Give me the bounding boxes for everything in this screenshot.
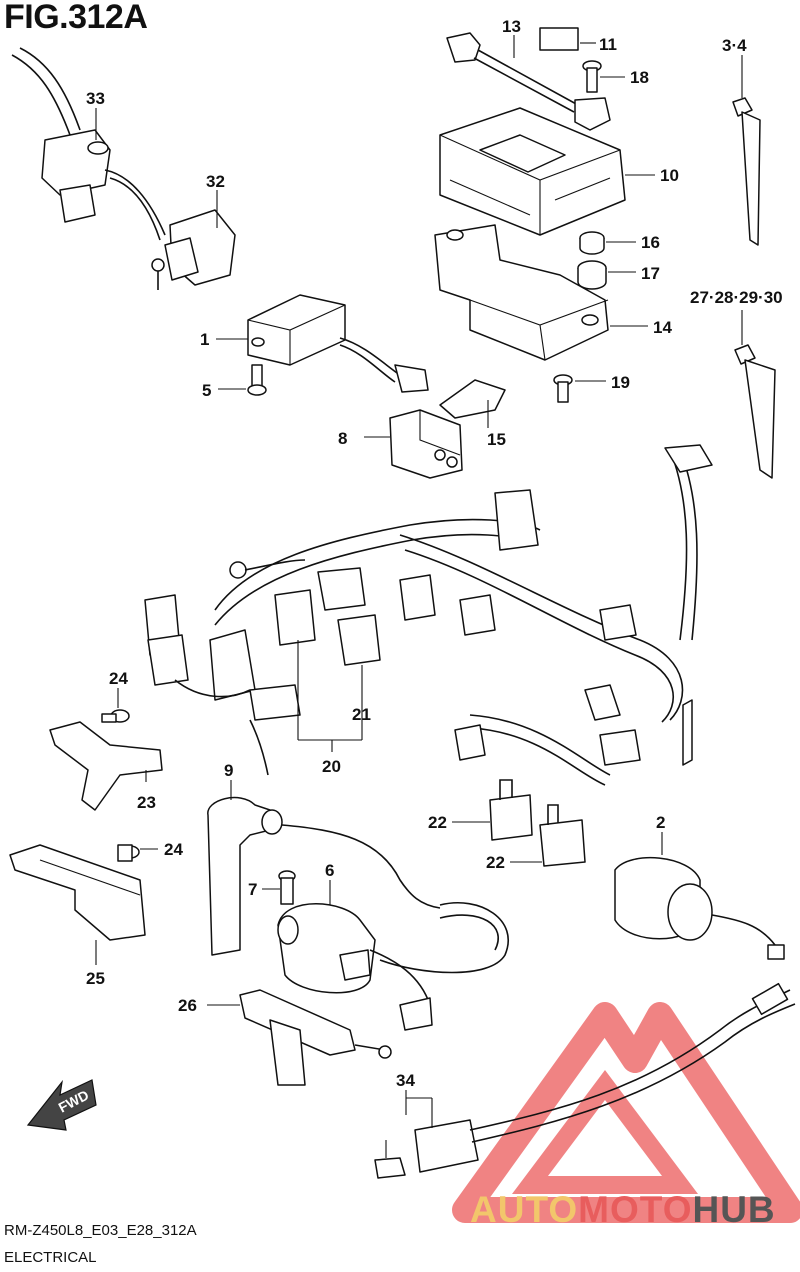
callout-32: 33 xyxy=(86,89,105,108)
wiring-harness xyxy=(144,444,713,786)
callout-10: 11 xyxy=(599,35,617,54)
callout-2: 2 xyxy=(656,813,665,832)
callout-27-30: 27·28·29·30 xyxy=(690,288,783,307)
part-1-module xyxy=(247,294,429,393)
part-14-plate xyxy=(439,379,506,419)
part-33-sub-harness xyxy=(414,982,796,1173)
part-23-bracket xyxy=(49,721,163,811)
part-15-grommet xyxy=(579,231,605,255)
wm-auto: AUTO xyxy=(470,1189,578,1230)
callout-18: 19 xyxy=(611,373,630,392)
footer-section-name: ELECTRICAL xyxy=(4,1249,97,1266)
part-13-bracket xyxy=(434,224,609,361)
part-11-connector xyxy=(389,409,463,479)
callout-11: 8 xyxy=(338,429,347,448)
part-24-bolt-a xyxy=(101,709,130,723)
callout-8: 9 xyxy=(224,761,233,780)
callout-24-b: 24 xyxy=(164,840,183,859)
callout-19: 20 xyxy=(322,757,341,776)
wm-moto: MOTO xyxy=(578,1189,692,1230)
callout-3-4: 3·4 xyxy=(722,36,747,55)
part-32-switch xyxy=(11,47,166,241)
callout-5: 5 xyxy=(202,381,211,400)
part-21-relay xyxy=(489,779,533,841)
callout-24-a: 24 xyxy=(109,669,128,688)
part-8-plug-cap xyxy=(207,796,509,974)
callout-21: 22 xyxy=(428,813,447,832)
part-10-pad xyxy=(539,27,579,51)
callout-16: 17 xyxy=(641,264,660,283)
callout-1: 1 xyxy=(200,330,209,349)
callout-23: 23 xyxy=(137,793,156,812)
callout-25: 25 xyxy=(86,969,105,988)
part-31-switch xyxy=(151,209,236,290)
part-3-4-cable-tie xyxy=(732,97,761,246)
fwd-arrow: FWD xyxy=(26,1079,97,1131)
callout-14: 15 xyxy=(487,430,506,449)
callout-13: 14 xyxy=(653,318,672,337)
part-12-strap xyxy=(446,32,611,131)
callout-26: 26 xyxy=(178,996,197,1015)
part-2-sensor xyxy=(614,857,785,960)
part-5-bolt xyxy=(247,364,267,396)
automotohub-watermark xyxy=(452,1002,800,1223)
part-9-ecu xyxy=(439,107,626,236)
part-17-screw xyxy=(582,60,602,93)
part-16-cushion xyxy=(577,260,607,290)
callout-17: 18 xyxy=(630,68,649,87)
part-26-bracket xyxy=(239,989,392,1086)
callout-31: 32 xyxy=(206,172,225,191)
automotohub-wordmark: AUTOMOTOHUB xyxy=(470,1189,776,1230)
part-18-screw xyxy=(553,374,573,403)
footer-model-code: RM-Z450L8_E03_E28_312A xyxy=(4,1222,197,1239)
wm-hub: HUB xyxy=(692,1189,775,1230)
callout-22: 22 xyxy=(486,853,505,872)
callout-6: 6 xyxy=(325,861,334,880)
callout-labels: 33 32 13 11 18 10 16 17 14 19 15 8 1 5 3… xyxy=(86,17,783,1090)
callout-9: 10 xyxy=(660,166,679,185)
figure-title: FIG.312A xyxy=(4,0,148,36)
callout-7: 7 xyxy=(248,880,257,899)
leader-lines xyxy=(95,35,743,1158)
part-24-bolt-b xyxy=(117,844,140,862)
callout-20: 21 xyxy=(352,705,371,724)
callout-15: 16 xyxy=(641,233,660,252)
callout-12: 13 xyxy=(502,17,521,36)
part-25-bracket xyxy=(9,844,146,941)
part-34-fuse xyxy=(374,1157,406,1179)
callout-33: 34 xyxy=(396,1071,415,1090)
part-22-relay xyxy=(539,804,586,867)
part-7-bolt xyxy=(278,870,296,905)
part-6-ignition-coil xyxy=(277,903,433,1031)
part-27-30-cable-tie xyxy=(734,344,776,479)
leader-19 xyxy=(297,640,363,752)
